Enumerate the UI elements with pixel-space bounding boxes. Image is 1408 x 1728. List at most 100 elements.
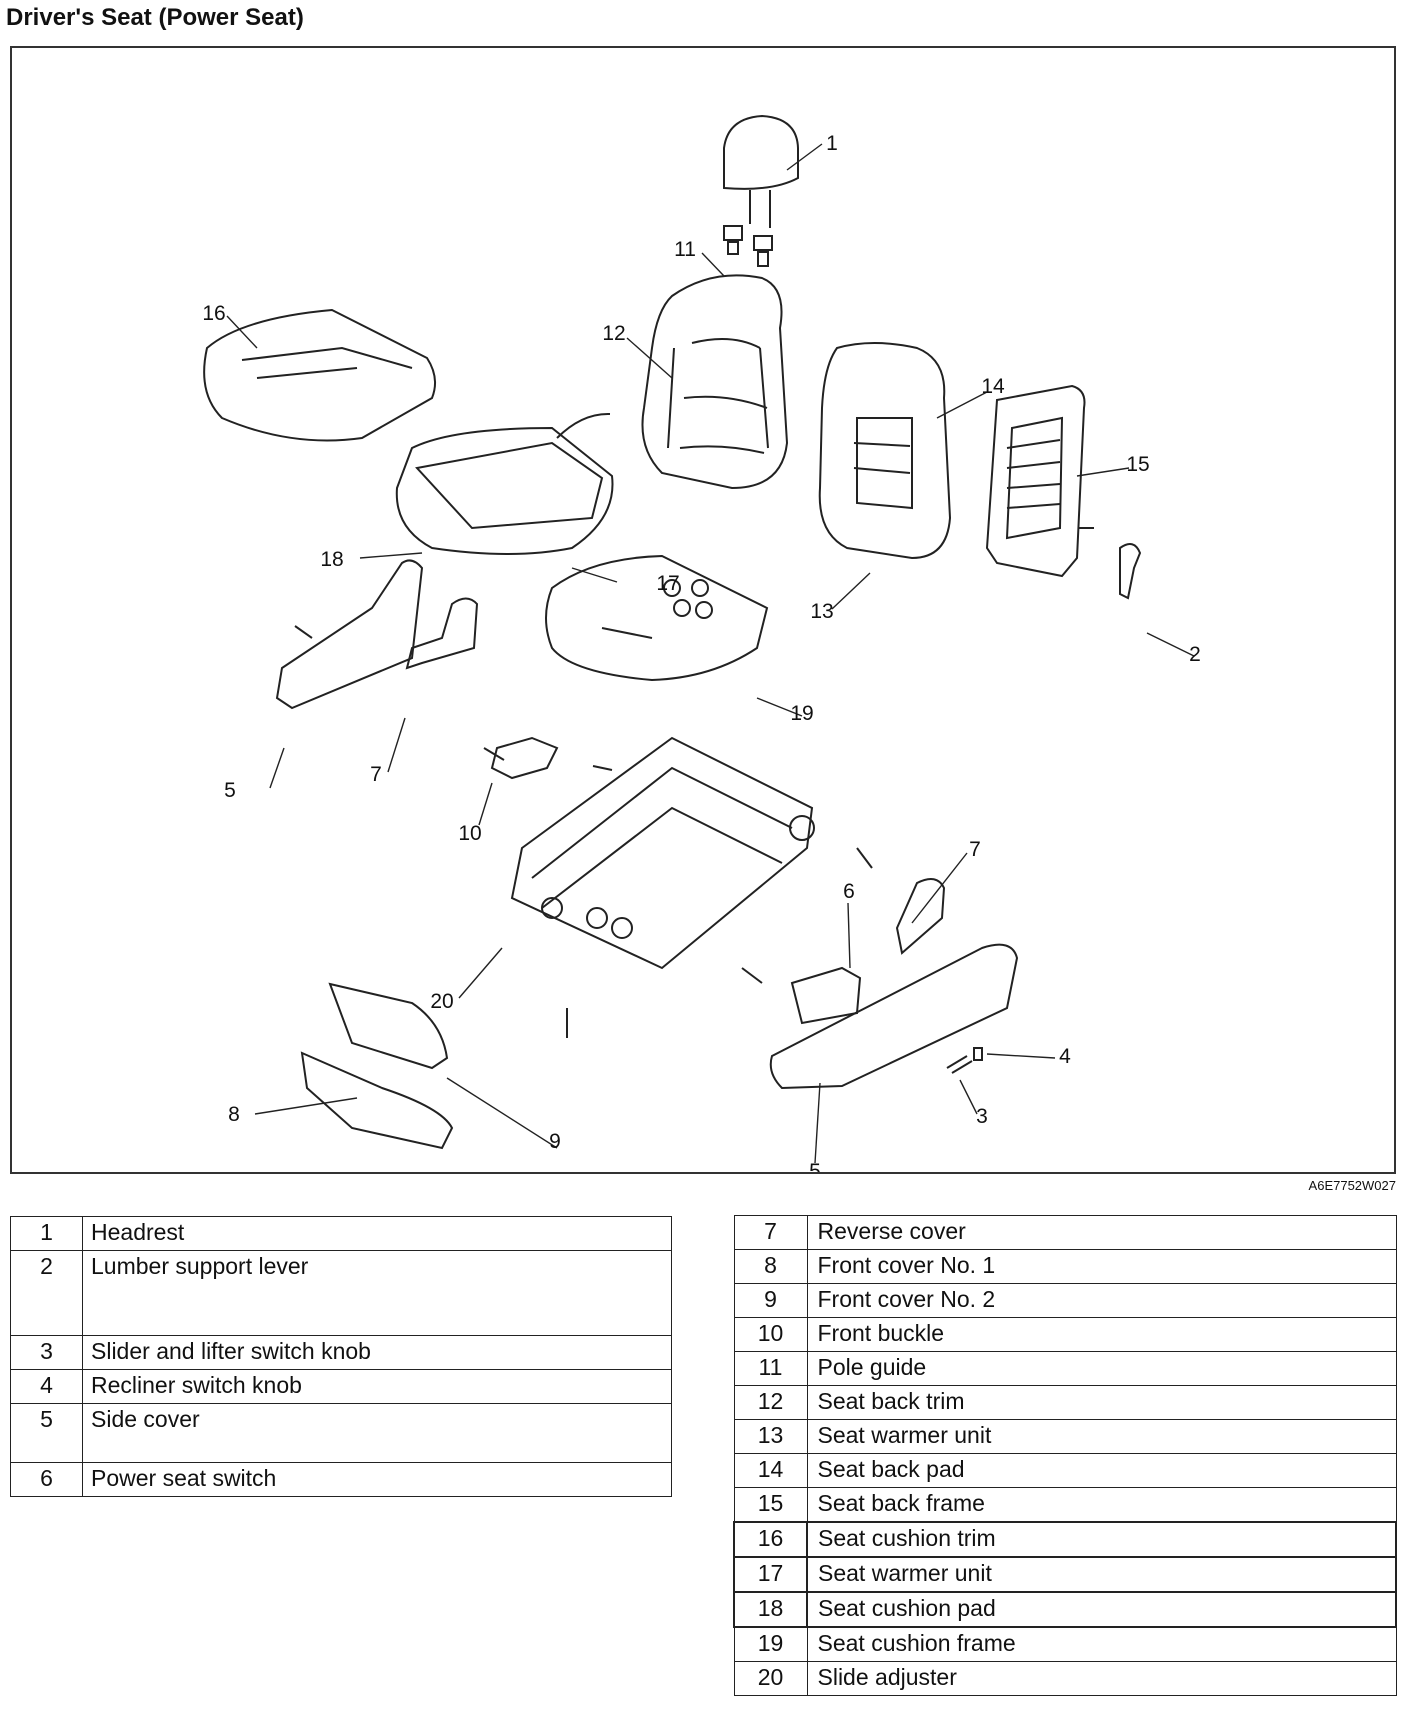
part-name: Lumber support lever [82,1250,672,1336]
callout-label: 11 [674,238,696,261]
exploded-view-figure: 1 2 3 4 5 5 6 7 7 8 9 10 11 12 13 14 15 … [10,46,1396,1174]
callout-label: 19 [790,702,813,725]
front-cover-2-part [328,982,449,1070]
part-name: Seat back trim [806,1385,1397,1420]
part-number: 13 [733,1419,808,1454]
part-name: Headrest [82,1216,672,1251]
part-name: Slide adjuster [806,1661,1397,1696]
seat-cushion-frame-part [545,554,769,682]
part-name: Seat back frame [806,1487,1397,1523]
callout-label: 20 [430,990,453,1013]
part-name: Recliner switch knob [82,1369,672,1404]
part-name: Side cover [82,1403,672,1463]
part-number: 4 [10,1369,83,1404]
part-number: 7 [733,1215,808,1250]
part-name: Power seat switch [82,1462,672,1497]
callout-label: 10 [458,822,481,845]
part-number: 10 [733,1317,808,1352]
part-number: 11 [733,1351,808,1386]
callout-label: 16 [202,302,225,325]
page-title: Driver's Seat (Power Seat) [6,4,304,31]
callout-label: 8 [228,1103,240,1126]
part-name: Seat warmer unit [806,1556,1397,1593]
part-name: Pole guide [806,1351,1397,1386]
part-number: 3 [10,1335,83,1370]
callout-label: 14 [981,375,1005,398]
part-name: Seat cushion frame [806,1626,1397,1662]
callout-label: 3 [976,1105,988,1128]
callout-label: 7 [370,763,382,786]
lumbar-lever-part [1119,543,1142,600]
callout-label: 6 [843,880,855,903]
side-cover-right-part [769,943,1019,1090]
part-name: Slider and lifter switch knob [82,1335,672,1370]
reverse-cover-left-part [405,597,479,670]
part-name: Front cover No. 2 [806,1283,1397,1318]
part-name: Reverse cover [806,1215,1397,1250]
callout-label: 2 [1189,643,1201,666]
part-number: 1 [10,1216,83,1251]
part-number: 15 [733,1487,808,1523]
callout-label: 4 [1059,1045,1071,1068]
leader-lines [226,143,1195,1164]
callout-label: 9 [549,1130,561,1153]
seat-back-frame-part [985,384,1094,578]
part-name: Seat cushion trim [806,1521,1397,1558]
part-number: 16 [733,1521,808,1558]
seat-back-pad-part [818,342,952,560]
part-number: 2 [10,1250,83,1336]
part-number: 6 [10,1462,83,1497]
part-name: Front cover No. 1 [806,1249,1397,1284]
part-name: Front buckle [806,1317,1397,1352]
part-number: 18 [733,1591,808,1628]
part-number: 19 [733,1626,808,1662]
reverse-cover-right-part [895,878,946,955]
part-number: 8 [733,1249,808,1284]
callout-label: 1 [826,132,838,155]
headrest-part [723,114,799,267]
part-name: Seat back pad [806,1453,1397,1488]
seat-cushion-pad-part [395,412,614,555]
power-seat-switch-part [790,966,862,1025]
slide-adjuster-part [510,736,815,970]
callout-label: 15 [1126,453,1149,476]
callout-label: 18 [320,548,343,571]
bolt-shapes [294,625,873,1038]
callout-label: 12 [602,322,625,345]
recliner-switch-knob-part [973,1047,983,1061]
callout-label: 7 [969,838,981,861]
seat-back-trim-part [641,274,789,490]
side-cover-left-part [275,559,424,710]
part-number: 17 [733,1556,808,1593]
seat-cushion-trim-part [203,308,437,442]
part-number: 20 [733,1661,808,1696]
callout-label: 5 [224,779,236,802]
part-number: 14 [733,1453,808,1488]
part-number: 5 [10,1403,83,1463]
part-name: Seat warmer unit [806,1419,1397,1454]
part-number: 12 [733,1385,808,1420]
slider-switch-knob-part [946,1055,973,1074]
figure-code: A6E7752W027 [1308,1178,1396,1193]
callout-label: 17 [656,572,679,595]
